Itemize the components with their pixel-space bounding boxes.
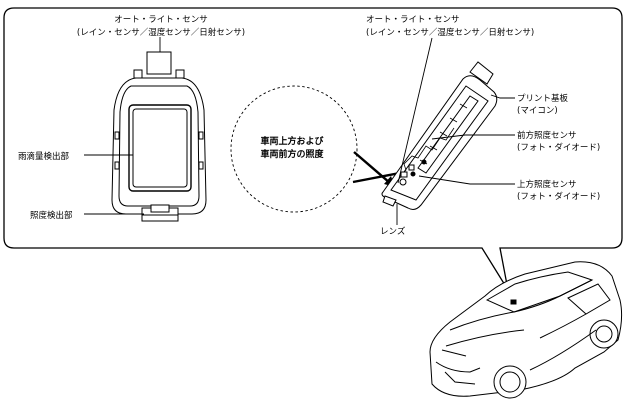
callout-line1: 車両上方および bbox=[260, 135, 324, 147]
front-sensor-label-line1: 前方照度センサ bbox=[517, 130, 577, 141]
lens-label: レンズ bbox=[380, 226, 406, 237]
sensor-front-view bbox=[111, 51, 207, 222]
left-sensor-title-line1: オート・ライト・センサ bbox=[114, 15, 208, 25]
light-detector-label: 照度検出部 bbox=[30, 210, 73, 221]
right-sensor-title-line2: (レイン・センサ／湿度センサ／日射センサ) bbox=[366, 27, 534, 38]
left-sensor-title-line2: (レイン・センサ／湿度センサ／日射センサ) bbox=[77, 27, 245, 38]
pcb-label-line1: プリント基板 bbox=[517, 93, 569, 104]
callout-circle bbox=[230, 85, 358, 213]
upper-sensor-label-line1: 上方照度センサ bbox=[517, 179, 577, 190]
pcb-label-line2: (マイコン) bbox=[517, 106, 558, 116]
sensor-cross-section bbox=[381, 61, 498, 210]
upper-sensor-label-line2: (フォト・ダイオード) bbox=[517, 191, 600, 202]
left-leader-lines bbox=[84, 37, 161, 215]
rain-detector-label: 雨滴量検出部 bbox=[18, 151, 70, 162]
right-sensor-title-line1: オート・ライト・センサ bbox=[366, 15, 460, 25]
car-illustration bbox=[429, 261, 623, 399]
callout-line2: 車両前方の照度 bbox=[260, 148, 324, 160]
right-leader-lines bbox=[396, 37, 515, 225]
front-sensor-label-line2: (フォト・ダイオード) bbox=[517, 142, 600, 153]
